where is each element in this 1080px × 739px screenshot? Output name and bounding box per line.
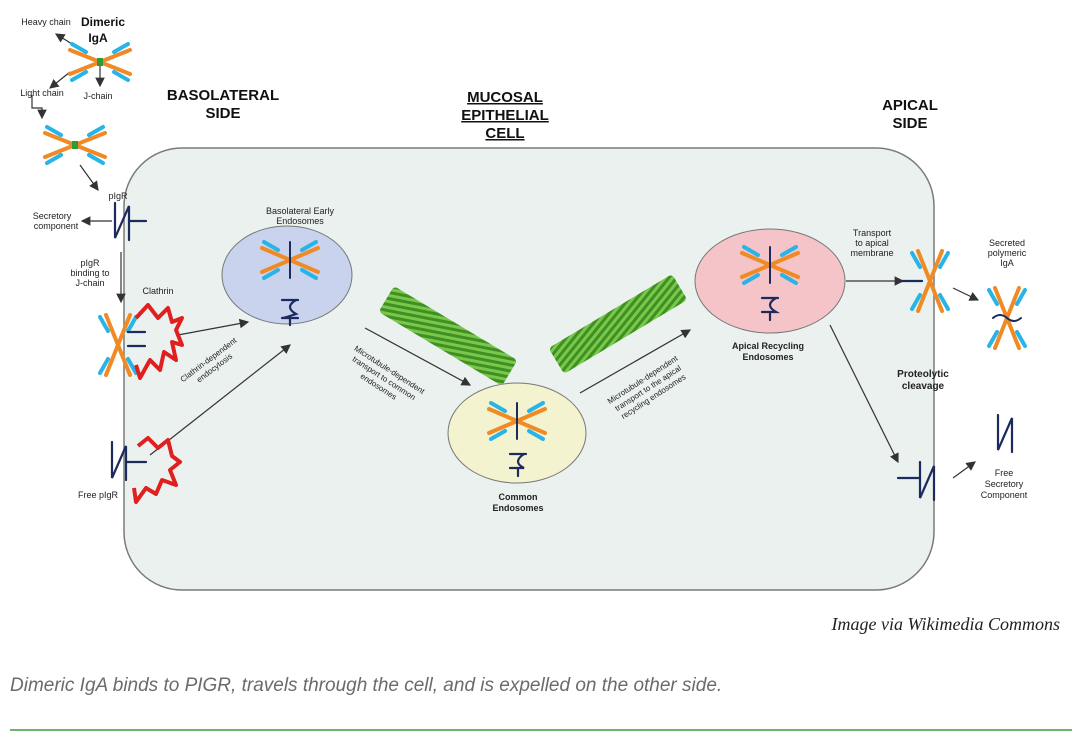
arrow-free-pigr [149,344,291,456]
arrow-endocytosis [177,318,250,336]
label-common-endosomes-1: Common [499,492,538,502]
iga-at-apical-membrane [910,249,950,313]
diagram: Dimeric IgA BASOLATERAL SIDE MUCOSAL EPI… [20,15,1028,591]
heading-mucosal-1: MUCOSAL [467,89,543,106]
arrow-free-sc [952,461,976,479]
clathrin-coat-top [134,303,184,380]
arrow-secreted [952,287,980,301]
microtubule-right [550,275,686,373]
heading-mucosal-2: EPITHELIAL [461,107,549,124]
label-transport-apical-3: membrane [850,248,893,258]
label-pigr-binding-3: J-chain [75,278,104,288]
microtubule-left [380,287,516,385]
label-clathrin: Clathrin [142,286,173,296]
heading-mucosal-3: CELL [485,125,524,142]
free-pigr-receptor [110,440,148,482]
arrow-heavy-chain [54,33,73,45]
label-secreted-3: IgA [1000,258,1014,268]
pigr-in-basolateral-endosome [280,298,300,327]
label-secreted-2: polymeric [988,248,1027,258]
figure-caption: Dimeric IgA binds to PIGR, travels throu… [10,675,723,696]
pigr-in-apical-endosome [760,296,781,322]
dimeric-iga-molecule [68,42,132,82]
arrow-to-apical [579,329,692,394]
label-j-chain: J-chain [83,91,112,101]
heading-apical-1: APICAL [882,97,938,114]
basolateral-early-endosome [221,225,353,325]
arrow-light-chain-pointer [49,71,71,89]
label-pigr-binding-2: binding to [70,268,109,278]
label-secretory-1: Secretory [33,211,72,221]
label-common-endosomes-2: Endosomes [492,503,543,513]
iga-in-apical-endosome [740,245,800,285]
arrow-light-chain [31,95,47,120]
label-proteolytic-2: cleavage [902,381,945,392]
secreted-polymeric-iga [987,286,1027,350]
arrow-to-common [364,327,472,386]
cleaved-pigr-stalk [896,460,936,502]
pigr-receptor-top [113,201,148,242]
free-secretory-component [996,413,1014,454]
label-transport-apical-2: to apical [855,238,889,248]
clathrin-coat-bottom [132,436,182,504]
label-pigr-binding-1: pIgR [80,258,100,268]
label-apical-recycling-2: Endosomes [742,352,793,362]
heading-basolateral-2: SIDE [205,105,240,122]
label-secretory-2: component [34,221,79,231]
iga-bound-pigr-basolateral [98,313,138,377]
pigr-receptor-bound [126,330,147,348]
heading-dimeric-iga-2: IgA [88,31,108,45]
label-proteolytic-1: Proteolytic [897,369,949,380]
iga-in-basolateral-endosome [260,240,320,280]
arrow-to-pigr [79,164,99,191]
arrow-proteolytic [829,324,899,464]
iga-molecule-2 [43,125,107,165]
label-transport-apical-1: Transport [853,228,892,238]
label-heavy-chain: Heavy chain [21,17,71,27]
label-light-chain: Light chain [20,88,64,98]
label-free-sc-2: Secretory [985,479,1024,489]
heading-basolateral-1: BASOLATERAL [167,87,279,104]
divider [10,729,1072,731]
label-free-sc-3: Component [981,490,1028,500]
heading-apical-2: SIDE [892,115,927,132]
label-apical-recycling-1: Apical Recycling [732,341,804,351]
label-pigr: pIgR [108,191,128,201]
label-free-sc-1: Free [995,468,1014,478]
label-basolateral-early-1: Basolateral Early [266,206,335,216]
label-secreted-1: Secreted [989,238,1025,248]
label-free-pigr: Free pIgR [78,490,119,500]
pigr-in-common-endosome [508,452,528,478]
image-credit: Image via Wikimedia Commons [831,614,1060,634]
label-basolateral-early-2: Endosomes [276,216,324,226]
epithelial-cell [123,147,935,591]
heading-dimeric-iga-1: Dimeric [81,15,125,29]
iga-in-common-endosome [487,401,547,441]
